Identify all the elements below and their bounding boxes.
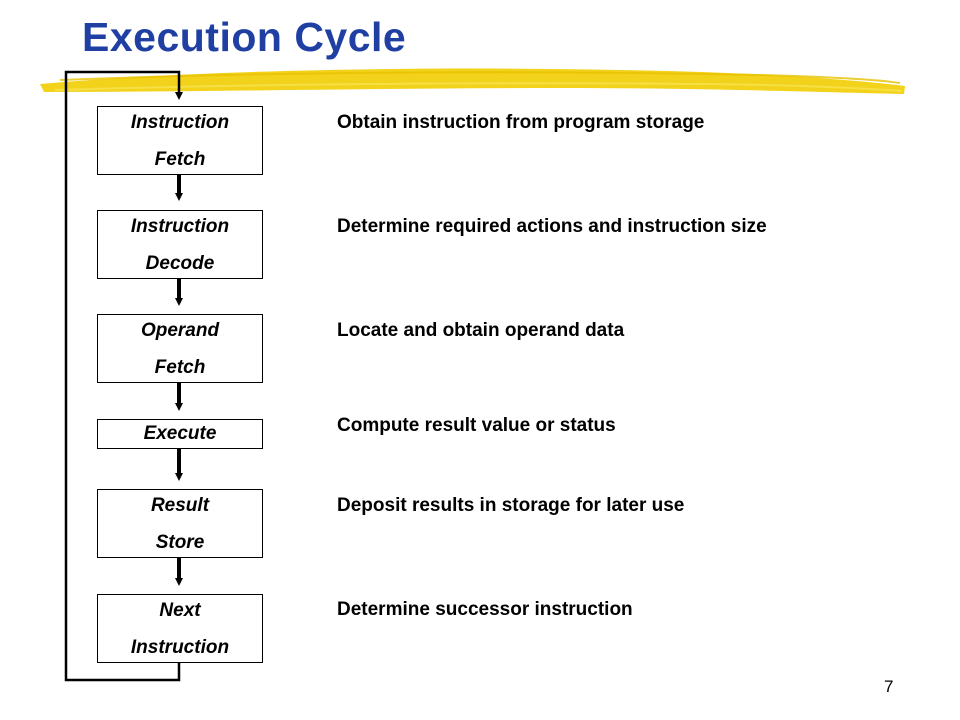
step-label: Decode (145, 252, 215, 274)
step-box-execute: Execute (97, 419, 263, 449)
step-description: Determine required actions and instructi… (337, 216, 767, 237)
step-label: Instruction (130, 215, 230, 237)
step-box-instruction-fetch: Instruction Fetch (97, 106, 263, 175)
step-label: Operand (140, 319, 220, 341)
step-label: Instruction (130, 111, 230, 133)
step-description: Obtain instruction from program storage (337, 112, 705, 133)
step-description: Compute result value or status (337, 415, 616, 436)
step-label: Instruction (130, 636, 230, 658)
step-label: Next (159, 599, 201, 621)
title-brush-underline (40, 68, 905, 94)
step-label: Fetch (154, 148, 206, 170)
step-box-operand-fetch: Operand Fetch (97, 314, 263, 383)
step-box-result-store: Result Store (97, 489, 263, 558)
step-label: Fetch (154, 356, 206, 378)
feedback-loop-line (64, 70, 183, 682)
step-description: Determine successor instruction (337, 599, 633, 620)
page-number: 7 (884, 677, 894, 696)
step-description: Deposit results in storage for later use (337, 495, 685, 516)
slide-title: Execution Cycle (82, 14, 407, 60)
step-label: Execute (143, 423, 217, 444)
step-box-next-instruction: Next Instruction (97, 594, 263, 663)
step-label: Result (150, 494, 210, 516)
step-description: Locate and obtain operand data (337, 320, 625, 341)
step-label: Store (155, 531, 205, 553)
step-box-instruction-decode: Instruction Decode (97, 210, 263, 279)
